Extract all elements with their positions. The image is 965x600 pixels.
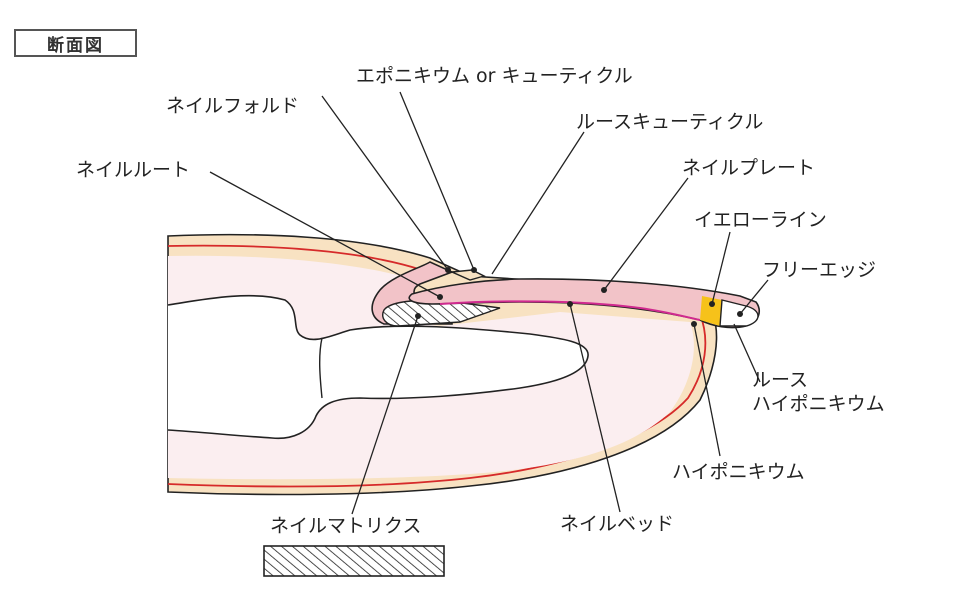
leader-nail-bed <box>569 303 621 513</box>
leader-yellow-line <box>711 231 731 305</box>
label-nail-root: ネイルルート <box>76 159 190 181</box>
label-nail-matrix: ネイルマトリクス <box>270 515 421 537</box>
label-free-edge: フリーエッジ <box>762 259 876 281</box>
bone-inner-edge <box>319 337 323 399</box>
label-nail-plate: ネイルプレート <box>682 157 815 179</box>
leader-eponychium <box>399 91 475 271</box>
nail-matrix-legend-swatch <box>263 545 445 577</box>
leader-loose-hyponychium <box>733 323 761 383</box>
leader-dots <box>415 267 743 327</box>
label-nail-fold: ネイルフォルド <box>166 95 299 117</box>
leader-nail-matrix <box>351 315 419 515</box>
label-eponychium: エポニキウム or キューティクル <box>356 65 633 87</box>
label-nail-bed: ネイルベッド <box>560 513 674 535</box>
leader-loose-cuticle <box>491 131 585 275</box>
leader-nail-plate <box>603 177 689 291</box>
label-loose-hyponychium-line1: ルース <box>752 369 808 391</box>
dermis-red-line <box>167 244 707 488</box>
label-loose-hyponychium-line2: ハイポニキウム <box>752 393 885 415</box>
label-loose-cuticle: ルースキューティクル <box>576 111 763 133</box>
yellow-line-area <box>700 296 722 326</box>
diagram-title: 断面図 <box>14 29 137 57</box>
leader-hyponychium <box>693 323 721 457</box>
leader-nail-root <box>209 171 441 298</box>
bone-distal-phalanx <box>167 294 589 440</box>
eponychium-tip <box>449 269 486 281</box>
label-hyponychium: ハイポニキウム <box>672 461 805 483</box>
nail-bed-line <box>439 300 701 321</box>
leader-lines <box>209 91 769 515</box>
leader-nail-fold <box>321 95 449 271</box>
label-yellow-line: イエローライン <box>694 209 827 231</box>
leader-free-edge <box>739 279 769 315</box>
nail-matrix-area <box>382 299 501 327</box>
